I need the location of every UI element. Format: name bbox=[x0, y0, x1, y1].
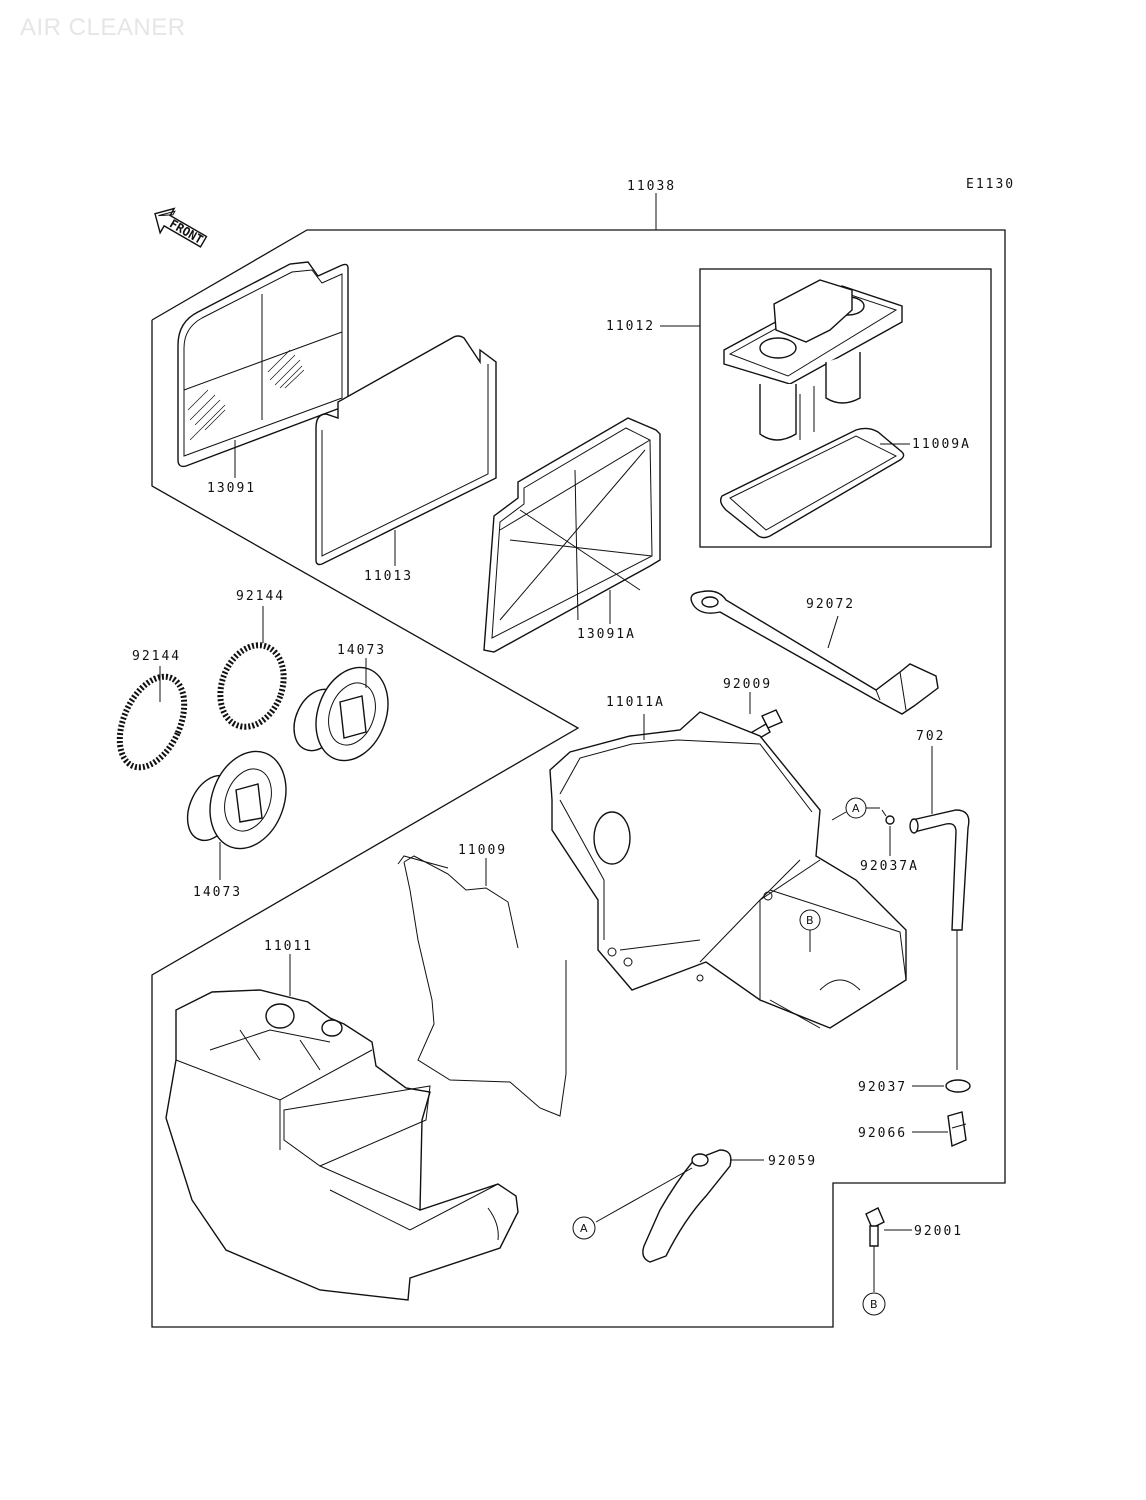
part-label-92037a: 92037A bbox=[860, 859, 919, 874]
spring-clamp-92144-lower bbox=[116, 673, 188, 771]
part-label-11009: 11009 bbox=[458, 843, 507, 858]
air-cleaner-case-11011a bbox=[549, 711, 907, 1029]
part-label-92072: 92072 bbox=[806, 597, 855, 612]
strap-92072 bbox=[690, 590, 939, 715]
callout-b-lower: B bbox=[862, 1292, 886, 1316]
part-label-14073-upper: 14073 bbox=[337, 643, 386, 658]
callout-b-upper: B bbox=[799, 909, 821, 931]
callout-a-upper: A bbox=[845, 797, 867, 819]
front-label: FRONT bbox=[167, 217, 205, 247]
filter-frame-13091a bbox=[483, 417, 661, 653]
gasket-11009a bbox=[719, 427, 905, 539]
part-label-92144-upper: 92144 bbox=[236, 589, 285, 604]
part-label-13091a: 13091A bbox=[577, 627, 636, 642]
callout-a-lower: A bbox=[572, 1216, 596, 1240]
air-cleaner-housing-11011 bbox=[165, 989, 519, 1301]
plug-14073-left bbox=[186, 750, 287, 850]
part-label-11011a: 11011A bbox=[606, 695, 665, 710]
part-label-11012: 11012 bbox=[606, 319, 655, 334]
part-label-13091: 13091 bbox=[207, 481, 256, 496]
svg-text:A: A bbox=[580, 1222, 588, 1235]
part-label-11009a: 11009A bbox=[912, 437, 971, 452]
filter-screen-13091 bbox=[177, 261, 349, 468]
front-arrow-icon: FRONT bbox=[154, 207, 208, 248]
part-label-11038: 11038 bbox=[627, 179, 676, 194]
part-label-92037: 92037 bbox=[858, 1080, 907, 1095]
foam-element-11013 bbox=[315, 335, 497, 566]
cap-assembly-11012 bbox=[723, 279, 903, 441]
svg-text:A: A bbox=[852, 802, 860, 815]
part-label-702: 702 bbox=[916, 729, 945, 744]
kit-boundary bbox=[151, 229, 1006, 1328]
part-label-92066: 92066 bbox=[858, 1126, 907, 1141]
part-label-92009: 92009 bbox=[723, 677, 772, 692]
part-label-11011: 11011 bbox=[264, 939, 313, 954]
part-label-92144-lower: 92144 bbox=[132, 649, 181, 664]
part-label-14073-lower: 14073 bbox=[193, 885, 242, 900]
drain-plug-92066 bbox=[947, 1111, 967, 1148]
clip-92037 bbox=[945, 1079, 971, 1093]
svg-text:B: B bbox=[870, 1298, 878, 1311]
gasket-11009 bbox=[397, 855, 567, 1117]
subkit-boundary-11012 bbox=[699, 268, 992, 548]
hose-92059 bbox=[642, 1149, 764, 1263]
breather-hose-702 bbox=[909, 809, 970, 1070]
spring-clamp-92144-upper bbox=[217, 642, 287, 730]
diagram-code: E1130 bbox=[966, 177, 1015, 192]
plug-14073-right bbox=[293, 666, 389, 762]
part-label-11013: 11013 bbox=[364, 569, 413, 584]
page-title: AIR CLEANER bbox=[20, 14, 186, 41]
bolt-92001 bbox=[865, 1207, 885, 1247]
part-label-92059: 92059 bbox=[768, 1154, 817, 1169]
part-label-92001: 92001 bbox=[914, 1224, 963, 1239]
svg-text:B: B bbox=[806, 914, 814, 927]
clip-92037a bbox=[881, 809, 895, 825]
